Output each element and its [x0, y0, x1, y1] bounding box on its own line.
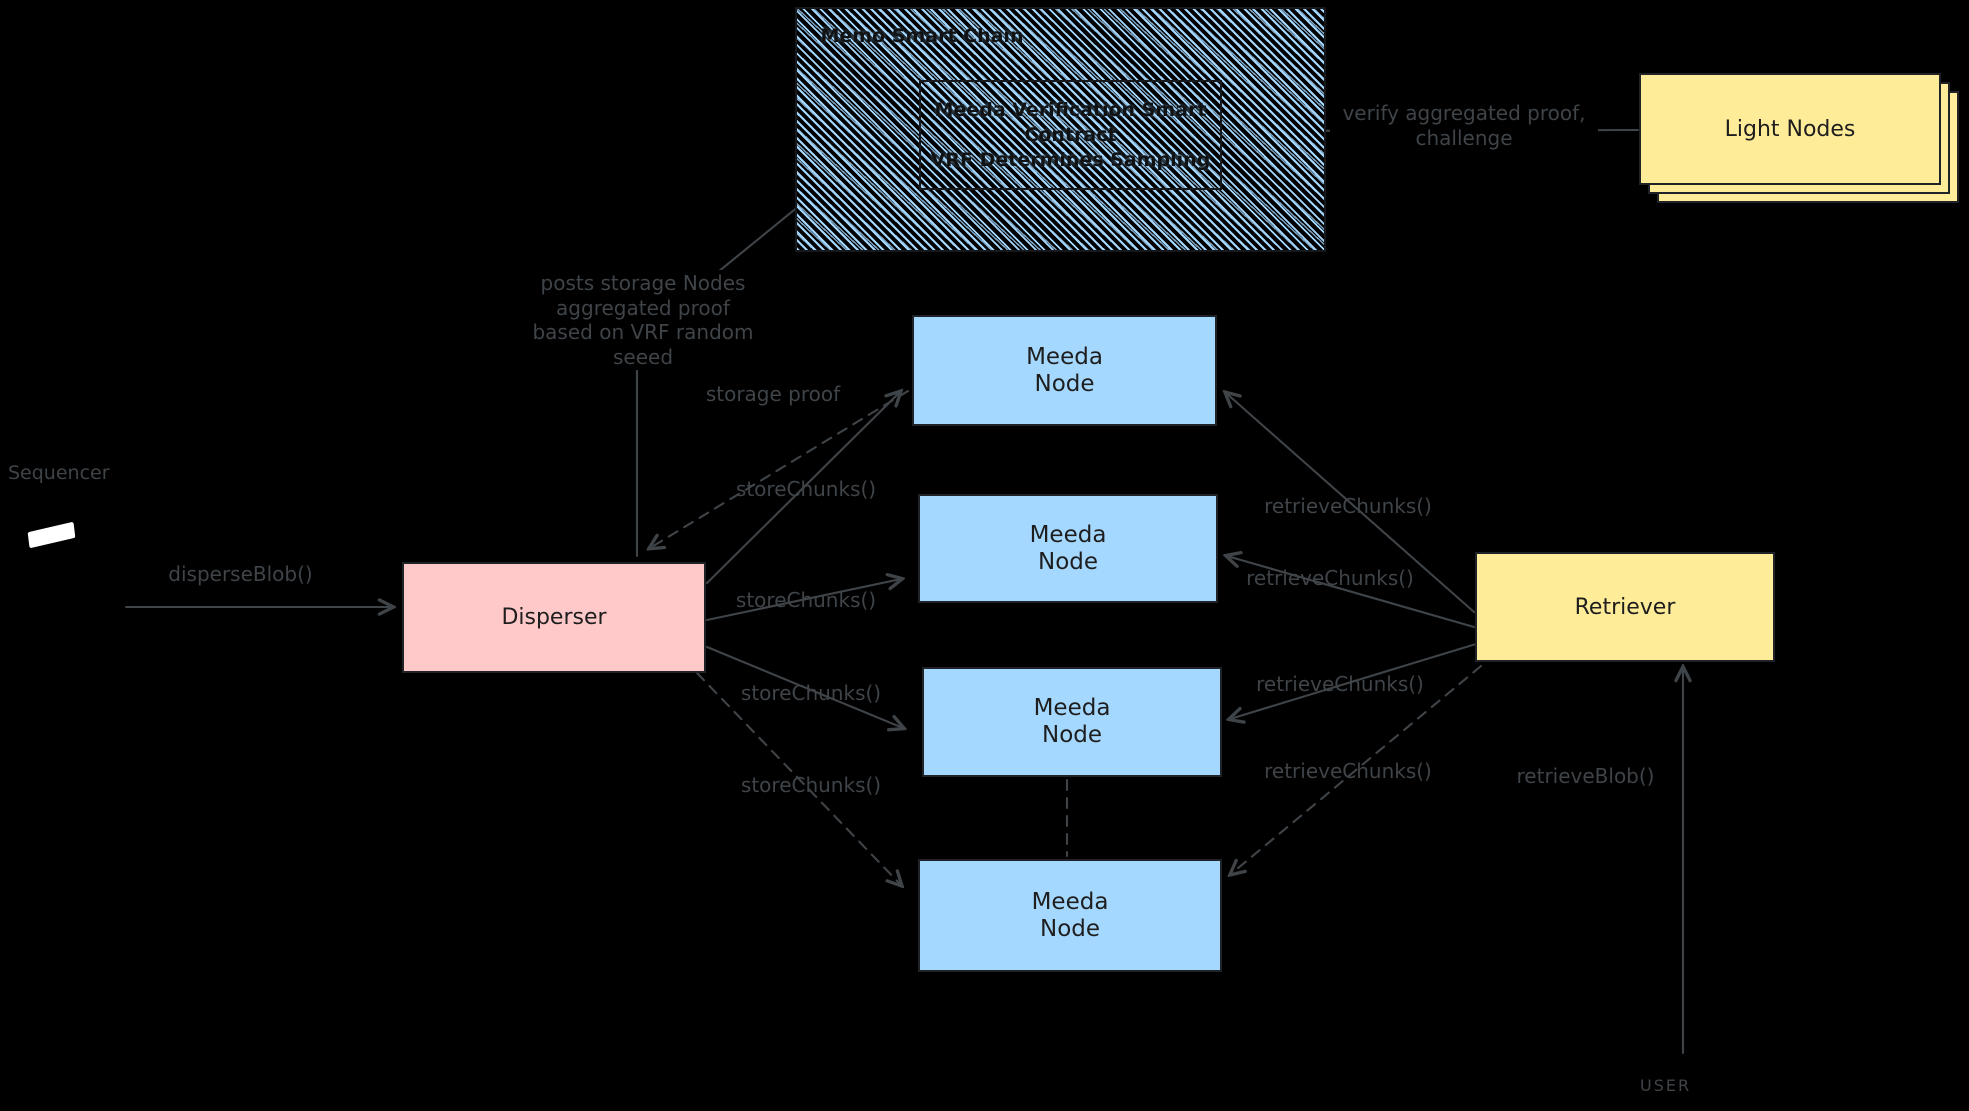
light-nodes-stack[interactable]: Light Nodes	[1639, 73, 1959, 203]
edge-label-store-chunks-4: storeChunks()	[740, 773, 882, 797]
light-nodes-label: Light Nodes	[1724, 116, 1856, 142]
contract-box[interactable]: Meeda Verification Smart Contract VRF De…	[919, 80, 1222, 190]
edge-label-posts-proof: posts storage Nodes aggregated proof bas…	[508, 270, 778, 370]
edge-label-retrieve-chunks-3: retrieveChunks()	[1256, 672, 1424, 696]
edge-label-storage-proof: storage proof	[705, 382, 841, 406]
edge-label-retrieve-blob: retrieveBlob()	[1516, 764, 1655, 788]
disperser-label: Disperser	[501, 605, 607, 630]
arrow-storage-proof	[650, 389, 910, 548]
meeda-node-1-label: Meeda Node	[1026, 343, 1103, 397]
disperser-box[interactable]: Disperser	[402, 562, 706, 673]
edge-label-retrieve-chunks-2: retrieveChunks()	[1246, 566, 1414, 590]
edge-label-retrieve-chunks-4: retrieveChunks()	[1264, 759, 1432, 783]
edge-label-disperse-blob: disperseBlob()	[168, 562, 313, 586]
arrow-store-chunks-2	[705, 579, 901, 622]
edge-label-store-chunks-1: storeChunks()	[735, 477, 877, 501]
light-nodes-card[interactable]: Light Nodes	[1639, 73, 1941, 185]
retriever-label: Retriever	[1574, 594, 1676, 620]
meeda-node-2[interactable]: Meeda Node	[918, 494, 1218, 603]
meeda-node-4-label: Meeda Node	[1031, 888, 1109, 942]
edge-label-verify: verify aggregated proof, challenge	[1330, 100, 1598, 152]
meeda-node-4[interactable]: Meeda Node	[918, 859, 1222, 972]
arrow-retrieve-chunks-2	[1227, 556, 1476, 629]
meeda-node-2-label: Meeda Node	[1029, 521, 1107, 575]
edge-label-store-chunks-2: storeChunks()	[735, 588, 877, 612]
sequencer-label: Sequencer	[8, 462, 110, 484]
arrow-store-chunks-4	[695, 671, 901, 885]
arrow-retrieve-chunks-3	[1230, 642, 1478, 719]
arrow-store-chunks-1	[705, 392, 900, 585]
arrow-store-chunks-3	[705, 645, 903, 728]
meeda-node-3-label: Meeda Node	[1033, 695, 1111, 748]
user-label: USER	[1640, 1076, 1692, 1095]
meeda-node-3[interactable]: Meeda Node	[922, 667, 1222, 777]
edge-label-retrieve-chunks-1: retrieveChunks()	[1264, 494, 1432, 518]
arrow-retrieve-chunks-4	[1231, 664, 1483, 874]
meeda-node-1[interactable]: Meeda Node	[912, 315, 1217, 426]
edge-label-store-chunks-3: storeChunks()	[740, 681, 882, 705]
arrow-retrieve-chunks-1	[1226, 393, 1476, 614]
chain-title: Memo Smart Chain	[820, 25, 1024, 47]
chain-box[interactable]: Memo Smart Chain Meeda Verification Smar…	[795, 7, 1326, 252]
retriever-box[interactable]: Retriever	[1475, 552, 1775, 662]
contract-label: Meeda Verification Smart Contract VRF De…	[930, 98, 1211, 171]
